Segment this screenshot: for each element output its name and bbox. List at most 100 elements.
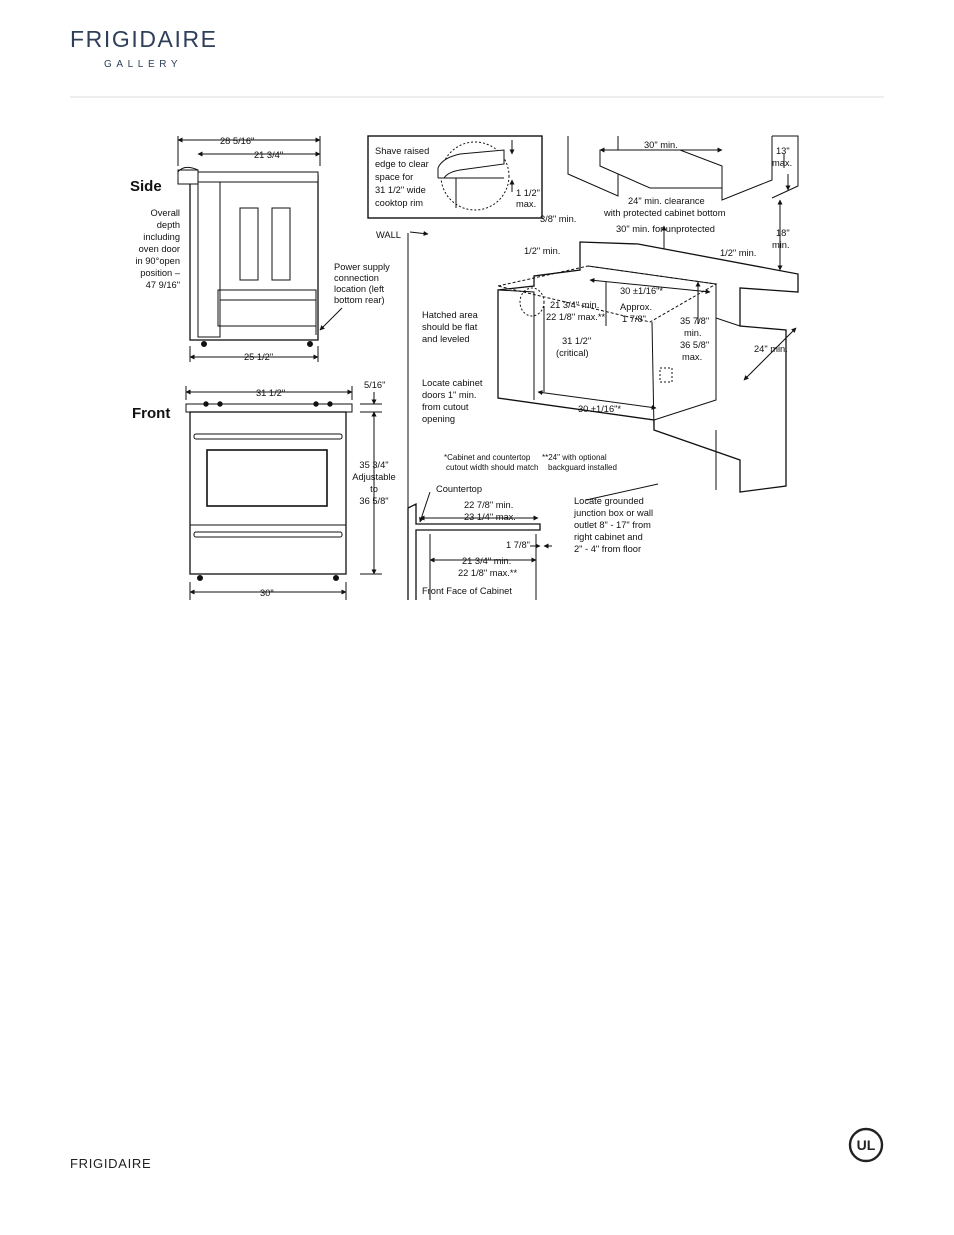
dim-front-30: 30" [260, 588, 274, 598]
svg-text:to: to [370, 484, 378, 494]
installation-drawing: Side 28 5/16" 21 3/4" Overall depth incl… [130, 135, 799, 600]
dim-side-28: 28 5/16" [220, 136, 254, 146]
svg-text:connection: connection [334, 273, 379, 283]
junction-box-note: Locate grounded junction box or wall out… [573, 496, 653, 554]
dim-side-25: 25 1/2" [244, 352, 273, 362]
cutout-30-bottom: 30 ±1/16"* [578, 404, 621, 414]
svg-text:22 7/8" min.: 22 7/8" min. [464, 500, 513, 510]
svg-text:min.: min. [684, 328, 702, 338]
side-view-title: Side [130, 178, 162, 195]
svg-text:should be flat: should be flat [422, 322, 478, 332]
svg-text:space for: space for [375, 172, 413, 182]
svg-text:36 5/8": 36 5/8" [680, 340, 709, 350]
svg-text:30" min. for unprotected: 30" min. for unprotected [616, 224, 715, 234]
svg-text:from cutout: from cutout [422, 402, 469, 412]
svg-text:with protected cabinet bottom: with protected cabinet bottom [603, 208, 726, 218]
svg-text:23 1/4" max.: 23 1/4" max. [464, 512, 516, 522]
ul-certification-icon: UL [848, 1127, 884, 1163]
svg-text:22 1/8" max.**: 22 1/8" max.** [458, 568, 517, 578]
svg-text:Overall: Overall [151, 208, 180, 218]
svg-text:Shave raised: Shave raised [375, 146, 429, 156]
brand-logo: FRIGIDAIRE GALLERY [70, 26, 218, 70]
svg-text:18": 18" [776, 228, 790, 238]
svg-text:opening: opening [422, 414, 455, 424]
locate-doors-note: Locate cabinet doors 1" min. from cutout… [422, 378, 483, 424]
svg-text:right cabinet and: right cabinet and [574, 532, 643, 542]
svg-text:13": 13" [776, 146, 790, 156]
ul-label: UL [857, 1137, 876, 1153]
svg-text:Adjustable: Adjustable [352, 472, 395, 482]
svg-text:**24" with optional: **24" with optional [542, 453, 607, 462]
svg-text:Locate cabinet: Locate cabinet [422, 378, 483, 388]
svg-text:bottom rear): bottom rear) [334, 295, 385, 305]
svg-text:depth: depth [157, 220, 180, 230]
svg-text:21 3/4" min.: 21 3/4" min. [462, 556, 511, 566]
countertop-label: Countertop [436, 484, 482, 494]
svg-text:1 1/2": 1 1/2" [516, 188, 540, 198]
brand-name: FRIGIDAIRE [70, 26, 218, 52]
hood-width-30: 30" min. [644, 140, 678, 150]
dim-18-min: 18" min. [772, 228, 790, 250]
svg-text:and leveled: and leveled [422, 334, 470, 344]
svg-text:max.: max. [682, 352, 702, 362]
svg-text:36 5/8": 36 5/8" [359, 496, 388, 506]
svg-text:2" - 4" from floor: 2" - 4" from floor [574, 544, 641, 554]
svg-text:oven door: oven door [139, 244, 180, 254]
dim-3-8-min: 3/8" min. [540, 214, 576, 224]
side-view-range [177, 166, 319, 347]
header-divider [70, 96, 884, 98]
svg-text:35 3/4": 35 3/4" [359, 460, 388, 470]
cutout-30-top: 30 ±1/16"* [620, 286, 663, 296]
power-supply-note: Power supply connection location (left b… [334, 262, 390, 305]
svg-text:in 90°open: in 90°open [135, 256, 180, 266]
dim-24-min: 24" min. [754, 344, 788, 354]
svg-text:doors 1" min.: doors 1" min. [422, 390, 476, 400]
svg-text:Power supply: Power supply [334, 262, 390, 272]
svg-text:including: including [143, 232, 180, 242]
svg-text:*Cabinet and countertop: *Cabinet and countertop [444, 453, 531, 462]
front-view-range [185, 401, 353, 581]
svg-text:Approx.: Approx. [620, 302, 652, 312]
approx-note: Approx. 1 7/8" [620, 302, 652, 324]
countertop-22-note: 22 7/8" min. 23 1/4" max. [464, 500, 516, 522]
svg-text:35 7/8": 35 7/8" [680, 316, 709, 326]
svg-text:31 1/2": 31 1/2" [562, 336, 591, 346]
hood-13-max: 13" max. [772, 146, 792, 168]
height-note: 35 3/4" Adjustable to 36 5/8" [352, 460, 395, 506]
shave-rim-note: Shave raised edge to clear space for 31 … [375, 146, 540, 209]
svg-text:47 9/16": 47 9/16" [146, 280, 180, 290]
footnotes: *Cabinet and countertop cutout width sho… [444, 453, 617, 472]
svg-text:21 3/4" min.: 21 3/4" min. [550, 300, 599, 310]
svg-text:cutout width should match: cutout width should match [446, 463, 539, 472]
dim-half-left: 1/2" min. [524, 246, 560, 256]
hatched-area-note: Hatched area should be flat and leveled [422, 310, 479, 344]
svg-text:1 7/8": 1 7/8" [622, 314, 646, 324]
wall-label: WALL [376, 230, 401, 240]
svg-text:cooktop rim: cooktop rim [375, 198, 423, 208]
svg-text:24" min. clearance: 24" min. clearance [628, 196, 705, 206]
depth-21-note: 21 3/4" min. 22 1/8" max.** [546, 300, 605, 322]
svg-text:31 1/2" wide: 31 1/2" wide [375, 185, 426, 195]
critical-note: 31 1/2" (critical) [556, 336, 591, 358]
dim-half-right: 1/2" min. [720, 248, 756, 258]
brand-subtitle: GALLERY [104, 59, 183, 70]
svg-text:Locate grounded: Locate grounded [574, 496, 644, 506]
svg-text:22 1/8" max.**: 22 1/8" max.** [546, 312, 605, 322]
svg-text:junction box or wall: junction box or wall [573, 508, 653, 518]
svg-text:backguard installed: backguard installed [548, 463, 617, 472]
footer-brand: FRIGIDAIRE [70, 1156, 152, 1171]
svg-text:Hatched area: Hatched area [422, 310, 479, 320]
svg-text:max.: max. [516, 199, 536, 209]
clearance-note: 24" min. clearance with protected cabine… [603, 196, 726, 234]
dim-front-31: 31 1/2" [256, 388, 285, 398]
height-35-note: 35 7/8" min. 36 5/8" max. [680, 316, 709, 362]
svg-text:edge to clear: edge to clear [375, 159, 429, 169]
front-view-title: Front [132, 405, 170, 422]
dim-side-21: 21 3/4" [254, 150, 283, 160]
svg-text:location (left: location (left [334, 284, 385, 294]
countertop-1-7-8: 1 7/8" [506, 540, 530, 550]
svg-text:position –: position – [140, 268, 181, 278]
countertop-21-note: 21 3/4" min. 22 1/8" max.** [458, 556, 517, 578]
svg-text:max.: max. [772, 158, 792, 168]
svg-text:min.: min. [772, 240, 790, 250]
